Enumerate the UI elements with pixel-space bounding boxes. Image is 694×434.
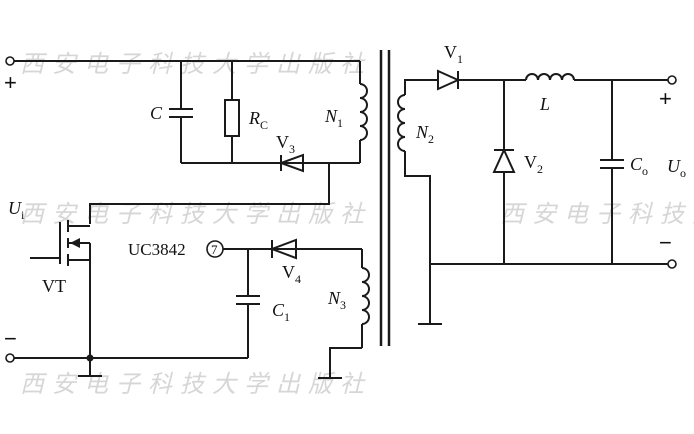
input-negative-rail bbox=[5, 353, 248, 377]
diode-v1 bbox=[430, 69, 526, 91]
label-uc3842: UC3842 bbox=[128, 240, 186, 259]
input-positive-rail bbox=[5, 56, 360, 66]
inductor-l bbox=[525, 73, 668, 81]
mosfet-vt bbox=[30, 220, 91, 358]
capacitor-c1 bbox=[236, 295, 260, 358]
label-pin7: 7 bbox=[211, 242, 218, 257]
diode-v2 bbox=[492, 80, 516, 264]
input-plus-sign: + bbox=[4, 70, 17, 95]
input-minus-sign: − bbox=[4, 326, 17, 351]
watermark-row-4: 西安电子科技大学出版社 bbox=[500, 200, 694, 228]
capacitor-co bbox=[600, 80, 624, 264]
label-c: C bbox=[150, 103, 163, 123]
winding-n3 bbox=[318, 249, 370, 379]
watermark: 西安电子科技大学出版社 西安电子科技大学出版社 西安电子科技大学出版社 西安电子… bbox=[20, 50, 694, 398]
label-ui: Ui bbox=[8, 198, 25, 222]
label-n3: N3 bbox=[327, 288, 346, 312]
label-uo: Uo bbox=[667, 156, 686, 180]
output-minus-sign: − bbox=[659, 230, 672, 255]
pin-7-marker: 7 bbox=[206, 240, 224, 258]
label-n2: N2 bbox=[415, 122, 434, 146]
watermark-row-3: 西安电子科技大学出版社 bbox=[20, 370, 372, 398]
label-v1: V1 bbox=[444, 42, 463, 66]
label-v3: V3 bbox=[276, 132, 295, 156]
watermark-row-1: 西安电子科技大学出版社 bbox=[20, 50, 372, 78]
winding-n1 bbox=[359, 61, 368, 163]
output-negative-terminal bbox=[667, 259, 677, 269]
label-c1: C1 bbox=[272, 300, 290, 324]
input-positive-terminal bbox=[5, 56, 15, 66]
label-n1: N1 bbox=[324, 106, 343, 130]
diode-v3 bbox=[278, 153, 304, 173]
label-l: L bbox=[539, 94, 550, 114]
label-v4: V4 bbox=[282, 262, 301, 286]
label-rc: RC bbox=[248, 108, 268, 132]
output-plus-sign: + bbox=[659, 86, 672, 111]
resistor-rc bbox=[224, 61, 240, 163]
drain-wire bbox=[89, 163, 330, 224]
capacitor-c bbox=[169, 61, 193, 163]
input-negative-terminal bbox=[5, 353, 15, 363]
diode-v4 bbox=[269, 238, 298, 260]
output-positive-terminal bbox=[667, 75, 677, 85]
aux-supply-wire bbox=[223, 248, 362, 296]
label-co: Co bbox=[630, 154, 648, 178]
label-vt: VT bbox=[42, 276, 66, 296]
label-v2: V2 bbox=[524, 152, 543, 176]
transformer-core bbox=[379, 50, 391, 346]
winding-n2 bbox=[397, 79, 442, 325]
